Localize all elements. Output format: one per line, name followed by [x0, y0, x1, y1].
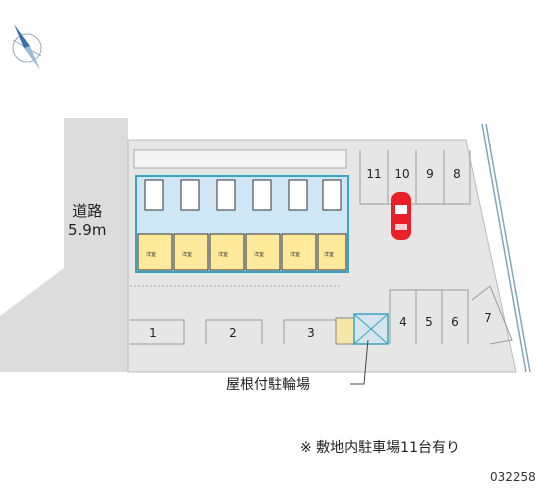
bicycle-parking — [335, 313, 389, 385]
parking-space-3: 3 — [307, 326, 315, 340]
road-name: 道路 — [72, 202, 103, 220]
road — [0, 118, 128, 372]
parking-space-1: 1 — [149, 326, 157, 340]
bicycle-parking-label: 屋根付駐輪場 — [226, 377, 310, 393]
parking-space-2: 2 — [229, 326, 237, 340]
north-arrow-icon — [12, 24, 42, 70]
room-label: 洋室 — [182, 251, 192, 258]
parking-group-left — [130, 319, 336, 345]
car-icon — [391, 192, 411, 240]
room-label: 洋室 — [146, 251, 156, 258]
parking-space-10: 10 — [394, 167, 409, 181]
parking-space-11: 11 — [366, 167, 381, 181]
road-label: 道路 5.9m — [68, 202, 106, 240]
parking-space-8: 8 — [453, 167, 461, 181]
property-code: 032258 — [490, 470, 536, 484]
parking-group-right — [389, 285, 513, 345]
parking-note: ※ 敷地内駐車場11台有り — [300, 440, 460, 456]
parking-space-5: 5 — [425, 315, 433, 329]
room-label: 洋室 — [290, 251, 300, 258]
parking-space-4: 4 — [399, 315, 407, 329]
road-width: 5.9m — [68, 221, 107, 239]
room-label: 洋室 — [218, 251, 228, 258]
room-label: 洋室 — [324, 251, 334, 258]
parking-space-6: 6 — [451, 315, 459, 329]
room-label: 洋室 — [254, 251, 264, 258]
parking-space-7: 7 — [484, 311, 492, 325]
parking-space-9: 9 — [426, 167, 434, 181]
apartment-building: 洋室 洋室 洋室 洋室 洋室 洋室 — [133, 149, 349, 273]
